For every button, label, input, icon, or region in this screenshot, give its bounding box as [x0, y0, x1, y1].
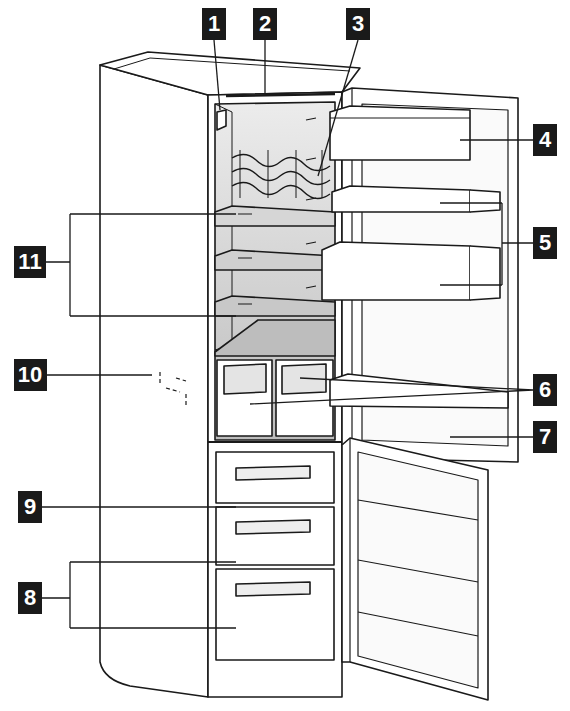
leader-line [460, 139, 533, 140]
freezer-drawer [216, 507, 334, 565]
door-bin [322, 242, 470, 300]
callout-number: 2 [253, 8, 277, 40]
leader-line [264, 40, 265, 94]
crisper-drawer [276, 360, 333, 436]
leader-line [214, 40, 220, 110]
callout-number: 7 [533, 421, 557, 453]
leader-line [42, 562, 236, 628]
glass-shelf [215, 296, 335, 316]
leader-line [42, 506, 236, 507]
callout-number: 3 [346, 8, 370, 40]
drawer-handle [236, 466, 310, 596]
callout-number: 10 [14, 359, 47, 391]
callout-number: 8 [18, 582, 42, 614]
light-unit [217, 110, 226, 130]
callout-number: 5 [533, 227, 557, 259]
control-panel [226, 94, 335, 96]
crisper-cover [215, 320, 335, 356]
wine-rack [232, 182, 330, 198]
glass-shelf [215, 206, 335, 226]
crisper-drawer [217, 360, 272, 436]
rating-plate [160, 372, 186, 408]
leader-line [42, 374, 152, 375]
fridge-interior [215, 102, 335, 440]
leader-line [250, 378, 533, 404]
callout-number: 1 [202, 8, 226, 40]
callout-number: 4 [533, 124, 557, 156]
door-liner [358, 452, 478, 688]
shelf-support [306, 118, 316, 288]
door-bin [332, 186, 470, 212]
door-bin [470, 190, 500, 300]
callout-number: 6 [533, 374, 557, 406]
front-frame [208, 92, 342, 697]
callout-number: 11 [14, 246, 46, 278]
glass-shelf [215, 250, 335, 270]
dairy-compartment [330, 106, 470, 160]
leader-line [440, 203, 533, 285]
cabinet-top [100, 52, 360, 95]
drawer-window [224, 364, 266, 394]
wine-rack [240, 150, 322, 198]
door-shelf [358, 500, 478, 636]
callout-number: 9 [18, 491, 42, 523]
leader-line [450, 436, 533, 437]
top-edge [114, 58, 350, 71]
leader-line [42, 214, 236, 316]
cabinet-side [100, 65, 208, 697]
door-edge [349, 438, 350, 662]
bottle-shelf [330, 374, 508, 408]
freezer-door [342, 438, 488, 700]
leader-line [318, 40, 358, 176]
divider [208, 441, 342, 443]
dairy-lid [330, 118, 470, 119]
